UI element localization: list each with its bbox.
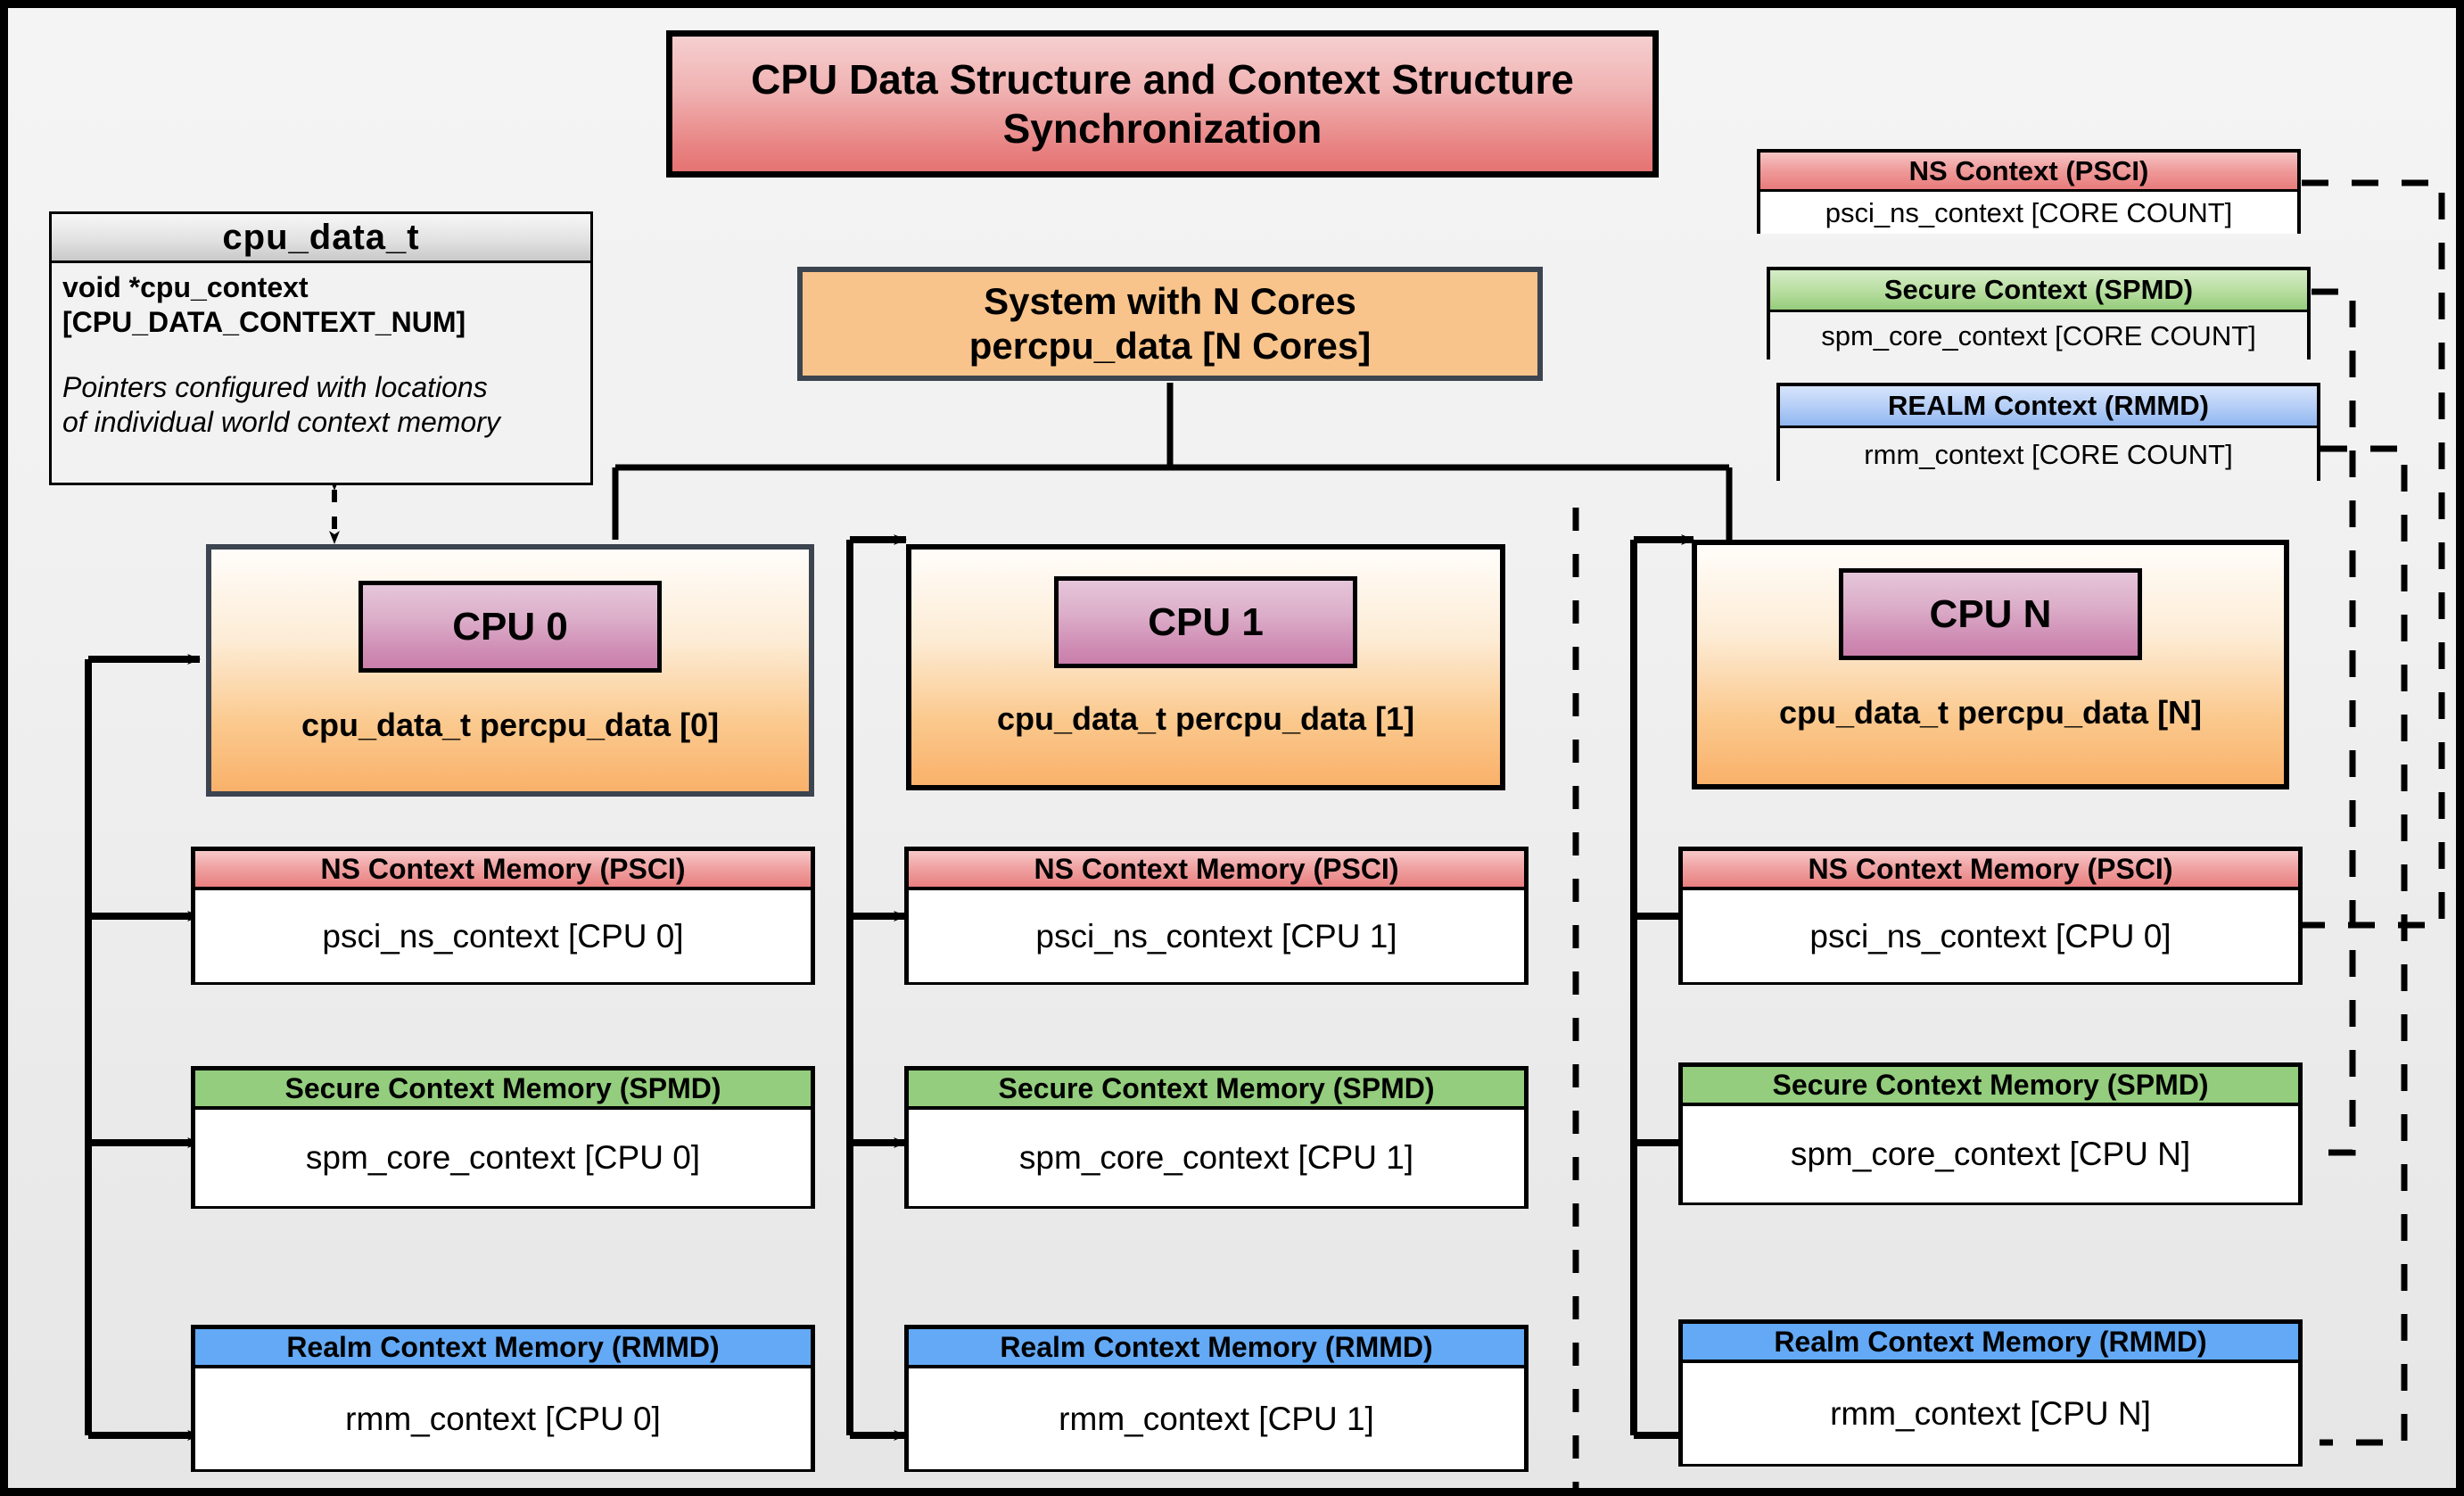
ctx-body-cpu0-spmd: spm_core_context [CPU 0] <box>195 1110 811 1206</box>
ctx-header-cpu0-spmd: Secure Context Memory (SPMD) <box>195 1070 811 1110</box>
global-context-rmmd-header: REALM Context (RMMD) <box>1780 386 2317 428</box>
cpu-data-t-field: void *cpu_context <box>62 271 309 303</box>
ctx-box-cpun-psci: NS Context Memory (PSCI) psci_ns_context… <box>1678 847 2303 985</box>
ctx-body-cpun-psci: psci_ns_context [CPU 0] <box>1683 890 2298 982</box>
cpu-percpu-label-1: cpu_data_t percpu_data [1] <box>996 700 1415 737</box>
cpu-chip-0: CPU 0 <box>358 581 662 673</box>
page-title-line1: CPU Data Structure and Context Structure <box>751 56 1574 103</box>
system-line1: System with N Cores <box>984 279 1356 322</box>
cpu-box-0: CPU 0 cpu_data_t percpu_data [0] <box>206 544 814 797</box>
psci-global-link <box>2302 179 2445 929</box>
ctx-box-cpu1-spmd: Secure Context Memory (SPMD) spm_core_co… <box>904 1066 1529 1209</box>
ctx-box-cpun-rmmd: Realm Context Memory (RMMD) rmm_context … <box>1678 1319 2303 1467</box>
ctx-body-cpu1-spmd: spm_core_context [CPU 1] <box>909 1110 1524 1206</box>
global-context-psci: NS Context (PSCI) psci_ns_context [CORE … <box>1757 149 2301 234</box>
cpu1-pointer-bus <box>846 534 907 1441</box>
ctx-box-cpu0-spmd: Secure Context Memory (SPMD) spm_core_co… <box>191 1066 815 1209</box>
ctx-body-cpu0-psci: psci_ns_context [CPU 0] <box>195 890 811 982</box>
page-title: CPU Data Structure and Context Structure… <box>666 30 1659 178</box>
cpu-data-t-class-box: cpu_data_t void *cpu_context [CPU_DATA_C… <box>49 211 593 485</box>
cpu-box-n: CPU N cpu_data_t percpu_data [N] <box>1692 540 2289 789</box>
system-line2: percpu_data [N Cores] <box>968 325 1372 367</box>
ctx-header-cpu1-psci: NS Context Memory (PSCI) <box>909 851 1524 890</box>
global-context-spmd-header: Secure Context (SPMD) <box>1770 270 2307 312</box>
ctx-box-cpu0-psci: NS Context Memory (PSCI) psci_ns_context… <box>191 847 815 985</box>
ctx-header-cpun-psci: NS Context Memory (PSCI) <box>1683 851 2298 890</box>
ctx-body-cpun-spmd: spm_core_context [CPU N] <box>1683 1106 2298 1203</box>
cpu-data-t-field-index: [CPU_DATA_CONTEXT_NUM] <box>62 306 466 339</box>
ctx-box-cpun-spmd: Secure Context Memory (SPMD) spm_core_co… <box>1678 1062 2303 1205</box>
cpuN-pointer-bus <box>1630 534 1694 1441</box>
cpu-data-t-title: cpu_data_t <box>52 214 590 263</box>
ctx-box-cpu1-rmmd: Realm Context Memory (RMMD) rmm_context … <box>904 1325 1529 1472</box>
ctx-body-cpu1-rmmd: rmm_context [CPU 1] <box>909 1368 1524 1469</box>
ctx-box-cpu1-psci: NS Context Memory (PSCI) psci_ns_context… <box>904 847 1529 985</box>
rmmd-global-link <box>2320 445 2408 1446</box>
cpu-data-t-note-line2: of individual world context memory <box>62 406 500 439</box>
cpu-box-1: CPU 1 cpu_data_t percpu_data [1] <box>906 544 1505 790</box>
ctx-box-cpu0-rmmd: Realm Context Memory (RMMD) rmm_context … <box>191 1325 815 1472</box>
cpu-data-t-body: void *cpu_context [CPU_DATA_CONTEXT_NUM]… <box>52 263 590 449</box>
global-context-rmmd-body: rmm_context [CORE COUNT] <box>1780 428 2317 481</box>
system-box: System with N Cores percpu_data [N Cores… <box>797 267 1543 381</box>
ctx-header-cpu1-spmd: Secure Context Memory (SPMD) <box>909 1070 1524 1110</box>
ctx-header-cpun-rmmd: Realm Context Memory (RMMD) <box>1683 1324 2298 1363</box>
cpu-percpu-label-0: cpu_data_t percpu_data [0] <box>301 707 720 743</box>
global-context-rmmd: REALM Context (RMMD) rmm_context [CORE C… <box>1776 383 2320 481</box>
page-title-line2: Synchronization <box>1002 104 1323 152</box>
global-context-psci-header: NS Context (PSCI) <box>1760 153 2297 192</box>
global-context-spmd-body: spm_core_context [CORE COUNT] <box>1770 312 2307 360</box>
cpu0-pointer-bus <box>85 654 201 1441</box>
ctx-header-cpu0-psci: NS Context Memory (PSCI) <box>195 851 811 890</box>
ctx-body-cpun-rmmd: rmm_context [CPU N] <box>1683 1363 2298 1464</box>
cpu-percpu-label-n: cpu_data_t percpu_data [N] <box>1778 694 2203 731</box>
global-context-psci-body: psci_ns_context [CORE COUNT] <box>1760 192 2297 234</box>
cpu-chip-1: CPU 1 <box>1054 576 1357 668</box>
ctx-header-cpu1-rmmd: Realm Context Memory (RMMD) <box>909 1329 1524 1368</box>
ctx-header-cpu0-rmmd: Realm Context Memory (RMMD) <box>195 1329 811 1368</box>
ctx-body-cpu0-rmmd: rmm_context [CPU 0] <box>195 1368 811 1469</box>
cpu-data-t-note-line1: Pointers configured with locations <box>62 371 488 404</box>
global-context-spmd: Secure Context (SPMD) spm_core_context [… <box>1767 267 2311 360</box>
ctx-body-cpu1-psci: psci_ns_context [CPU 1] <box>909 890 1524 982</box>
cpu-chip-n: CPU N <box>1839 568 2142 660</box>
ctx-header-cpun-spmd: Secure Context Memory (SPMD) <box>1683 1067 2298 1106</box>
system-to-cpu-tree <box>612 383 1733 540</box>
